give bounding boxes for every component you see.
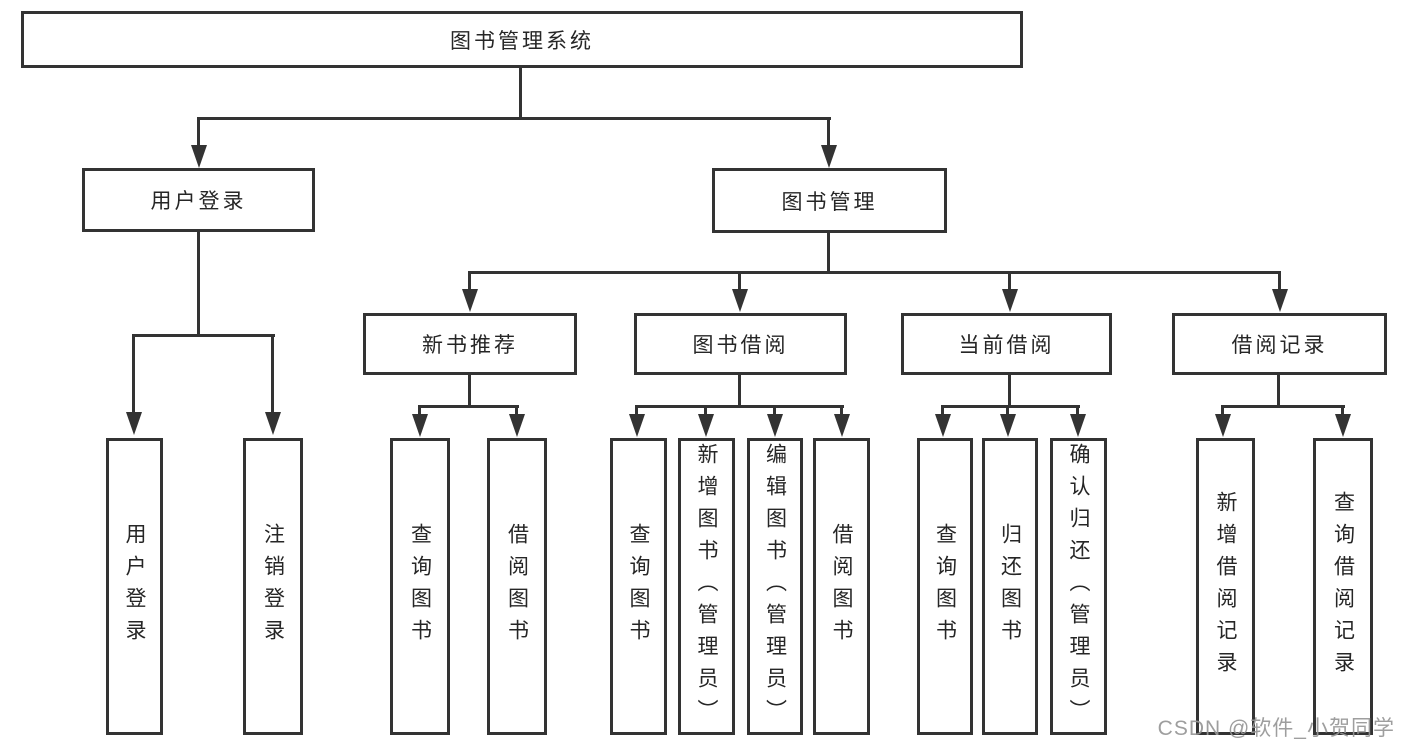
arrow-down-icon [698,414,714,437]
arrow-down-icon [629,414,645,437]
connector-line [418,405,519,408]
leaf-query-books-recommend: 查询图书 [390,438,450,735]
node-label: 查询借阅记录 [1331,490,1355,683]
leaf-borrow-books: 借阅图书 [813,438,870,735]
connector-line [271,336,274,412]
connector-line [468,375,471,407]
connector-line [1221,407,1224,416]
connector-line [1277,375,1280,407]
connector-line [1008,375,1011,407]
arrow-down-icon [935,414,951,437]
connector-line [418,407,421,416]
arrow-down-icon [732,289,748,312]
connector-line [941,405,1080,408]
node-label: 查询图书 [627,522,650,651]
connector-line [515,407,518,416]
node-label: 借阅图书 [505,522,529,651]
arrow-down-icon [821,145,837,168]
connector-line [827,119,830,146]
node-label: 图书管理 [781,190,878,214]
node-label: 当前借阅 [958,334,1055,357]
arrow-down-icon [1002,289,1018,312]
connector-line [468,271,1281,274]
node-borrowing-records: 借阅记录 [1172,313,1387,375]
node-label: 借阅图书 [830,522,853,651]
leaf-confirm-return-admin: 确认归还（管理员） [1050,438,1107,735]
connector-line [773,407,776,416]
node-user-login: 用户登录 [82,168,315,232]
node-label: 图书借阅 [692,334,789,357]
leaf-add-books-admin: 新增图书（管理员） [678,438,735,735]
connector-line [1278,273,1281,289]
connector-line [941,407,944,416]
connector-line [738,375,741,407]
arrow-down-icon [462,289,478,312]
connector-line [1341,407,1344,416]
connector-line [197,232,200,336]
connector-line [1076,407,1079,416]
arrow-down-icon [1000,414,1016,437]
arrow-down-icon [767,414,783,437]
connector-line [635,405,844,408]
arrow-down-icon [412,414,428,437]
connector-line [840,407,843,416]
connector-line [1008,273,1011,289]
node-label: 归还图书 [998,522,1022,651]
node-label: 查询图书 [408,522,432,651]
leaf-edit-books-admin: 编辑图书（管理员） [747,438,803,735]
node-label: 新增图书（管理员） [695,442,718,731]
arrow-down-icon [265,412,281,435]
node-root-system: 图书管理系统 [21,11,1023,68]
connector-line [738,273,741,289]
leaf-logout: 注销登录 [243,438,303,735]
arrow-down-icon [834,414,850,437]
leaf-user-login: 用户登录 [106,438,163,735]
connector-line [468,273,471,289]
node-label: 用户登录 [150,190,247,213]
connector-line [197,119,200,146]
leaf-return-books: 归还图书 [982,438,1038,735]
node-book-borrowing: 图书借阅 [634,313,847,375]
connector-line [1006,407,1009,416]
arrow-down-icon [509,414,525,437]
node-label: 新书推荐 [422,334,518,357]
leaf-borrow-books-recommend: 借阅图书 [487,438,547,735]
node-new-book-recommendation: 新书推荐 [363,313,577,375]
arrow-down-icon [1070,414,1086,437]
node-label: 编辑图书（管理员） [763,442,787,731]
connector-line [132,336,135,412]
node-label: 注销登录 [261,522,285,651]
arrow-down-icon [1335,414,1351,437]
connector-line [827,233,830,273]
arrow-down-icon [1215,414,1231,437]
node-book-management: 图书管理 [712,168,947,233]
connector-line [704,407,707,416]
watermark: CSDN @软件_小贺同学 [1157,717,1395,740]
leaf-query-books-current: 查询图书 [917,438,973,735]
leaf-add-borrow-record: 新增借阅记录 [1196,438,1255,735]
node-label: 查询图书 [933,522,957,651]
node-label: 图书管理系统 [450,29,594,53]
connector-line [197,117,831,120]
connector-line [1221,405,1345,408]
arrow-down-icon [191,145,207,168]
arrow-down-icon [1272,289,1288,312]
node-label: 新增借阅记录 [1214,490,1237,683]
connector-line [635,407,638,416]
node-label: 借阅记录 [1231,334,1328,357]
node-label: 确认归还（管理员） [1067,442,1090,731]
leaf-query-borrow-record: 查询借阅记录 [1313,438,1373,735]
connector-line [132,334,275,337]
connector-line [519,68,522,118]
node-label: 用户登录 [123,522,146,651]
arrow-down-icon [126,412,142,435]
leaf-query-books-borrow: 查询图书 [610,438,667,735]
node-current-borrowing: 当前借阅 [901,313,1112,375]
